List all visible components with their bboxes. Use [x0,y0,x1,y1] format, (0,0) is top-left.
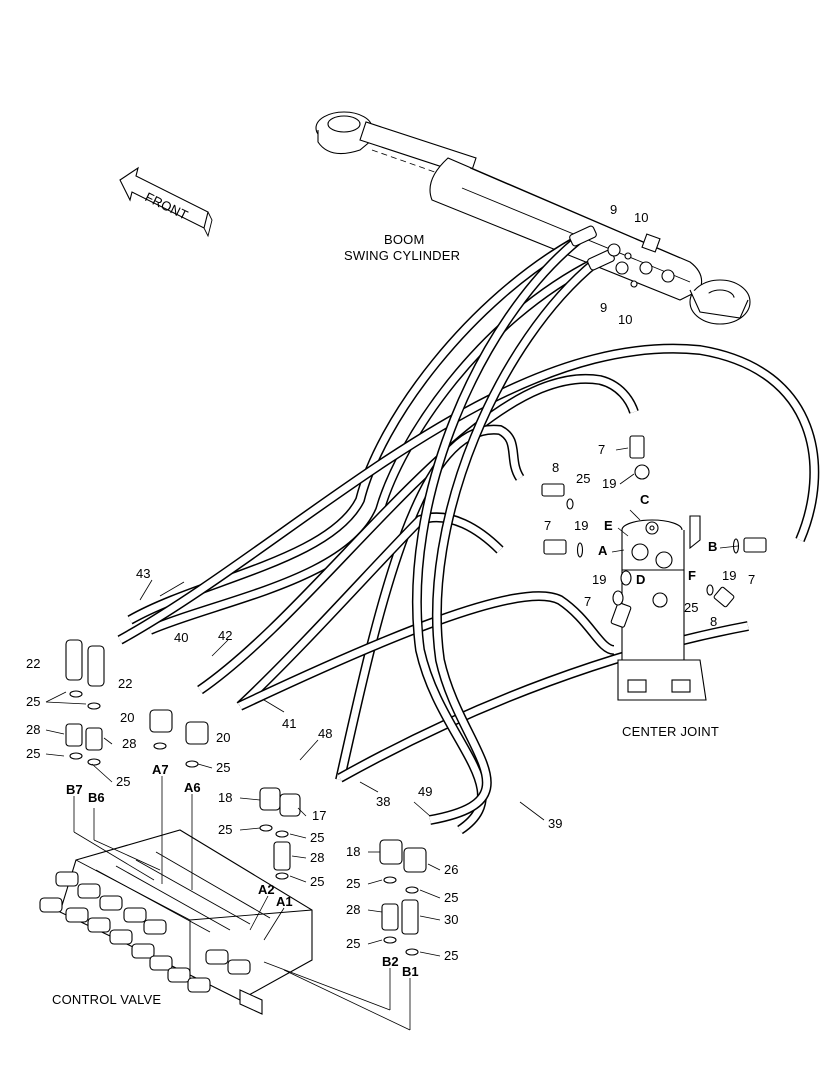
control-valve-title: CONTROL VALVE [52,992,161,1007]
callout-43: 43 [136,566,150,581]
callout-ticks [45,447,739,957]
valve-side-fittings [65,639,427,956]
port-label-b1: B1 [402,964,419,979]
callout-25: 25 [346,876,360,891]
callout-25: 25 [684,600,698,615]
callout-7: 7 [748,572,755,587]
callout-19: 19 [592,572,606,587]
callout-25: 25 [216,760,230,775]
port-label-b2: B2 [382,954,399,969]
callout-25: 25 [218,822,232,837]
boom-fittings [569,225,638,288]
part-callouts: 9 10 9 10 7 19 8 25 7 19 19 7 19 7 25 8 … [26,202,755,963]
center-joint-fittings [541,435,767,628]
callout-7: 7 [544,518,551,533]
port-label-f: F [688,568,696,583]
callout-25: 25 [346,936,360,951]
port-label-a6: A6 [184,780,201,795]
callout-20: 20 [216,730,230,745]
callout-38: 38 [376,794,390,809]
callout-9: 9 [610,202,617,217]
callout-9: 9 [600,300,607,315]
port-label-a: A [598,543,608,558]
callout-28: 28 [122,736,136,751]
hose-group [117,235,820,835]
callout-25: 25 [310,874,324,889]
callout-25: 25 [576,471,590,486]
port-labels: C E A B D F A7 A6 B7 B6 A2 A1 B2 B1 [66,492,717,979]
boom-title-line1: BOOM [384,232,425,247]
callout-28: 28 [346,902,360,917]
callout-22: 22 [26,656,40,671]
callout-19: 19 [602,476,616,491]
callout-7: 7 [598,442,605,457]
callout-25: 25 [310,830,324,845]
callout-25: 25 [26,694,40,709]
callout-41: 41 [282,716,296,731]
callout-8: 8 [710,614,717,629]
callout-40: 40 [174,630,188,645]
port-label-b7: B7 [66,782,83,797]
callout-17: 17 [312,808,326,823]
callout-25: 25 [116,774,130,789]
port-label-d: D [636,572,645,587]
callout-30: 30 [444,912,458,927]
port-label-a7: A7 [152,762,169,777]
port-label-a2: A2 [258,882,275,897]
callout-7: 7 [584,594,591,609]
callout-10: 10 [618,312,632,327]
callout-26: 26 [444,862,458,877]
control-valve-body [39,829,313,1015]
callout-20: 20 [120,710,134,725]
callout-25: 25 [444,890,458,905]
callout-19: 19 [574,518,588,533]
front-arrow: FRONT [119,166,213,238]
callout-10: 10 [634,210,648,225]
callout-49: 49 [418,784,432,799]
center-joint-body [617,515,707,701]
callout-28: 28 [310,850,324,865]
port-label-e: E [604,518,613,533]
callout-19: 19 [722,568,736,583]
callout-22: 22 [118,676,132,691]
port-label-b6: B6 [88,790,105,805]
callout-18: 18 [218,790,232,805]
callout-42: 42 [218,628,232,643]
callout-8: 8 [552,460,559,475]
boom-title-line2: SWING CYLINDER [344,248,460,263]
callout-28: 28 [26,722,40,737]
port-label-c: C [640,492,650,507]
leader-lines [73,579,545,1031]
boom-swing-cylinder [315,111,751,325]
center-joint-title: CENTER JOINT [622,724,719,739]
callout-39: 39 [548,816,562,831]
callout-25: 25 [444,948,458,963]
callout-25: 25 [26,746,40,761]
callout-18: 18 [346,844,360,859]
callout-48: 48 [318,726,332,741]
port-label-b: B [708,539,717,554]
port-label-a1: A1 [276,894,293,909]
